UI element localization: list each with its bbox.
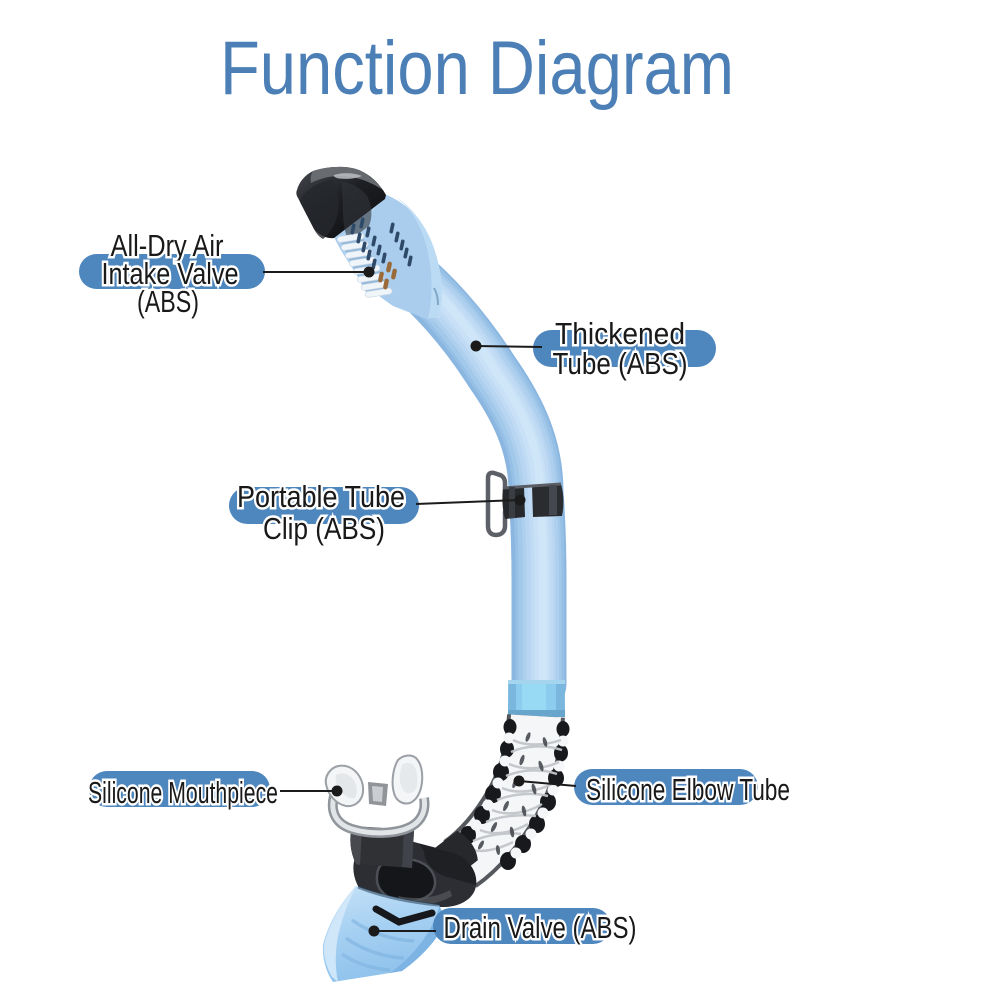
svg-text:Function Diagram: Function Diagram: [220, 26, 734, 111]
svg-text:Silicone Elbow Tube: Silicone Elbow Tube: [586, 772, 790, 807]
svg-text:Drain Valve (ABS): Drain Valve (ABS): [444, 910, 637, 945]
svg-text:Intake Valve: Intake Valve: [102, 256, 239, 291]
svg-text:Portable Tube: Portable Tube: [237, 479, 405, 514]
svg-text:Silicone Mouthpiece: Silicone Mouthpiece: [88, 775, 278, 810]
svg-text:Tube (ABS): Tube (ABS): [553, 346, 688, 381]
svg-text:Clip (ABS): Clip (ABS): [263, 511, 385, 546]
svg-text:Thickened: Thickened: [555, 316, 685, 351]
svg-text:All-Dry Air: All-Dry Air: [111, 228, 224, 263]
svg-text:(ABS): (ABS): [137, 284, 199, 319]
